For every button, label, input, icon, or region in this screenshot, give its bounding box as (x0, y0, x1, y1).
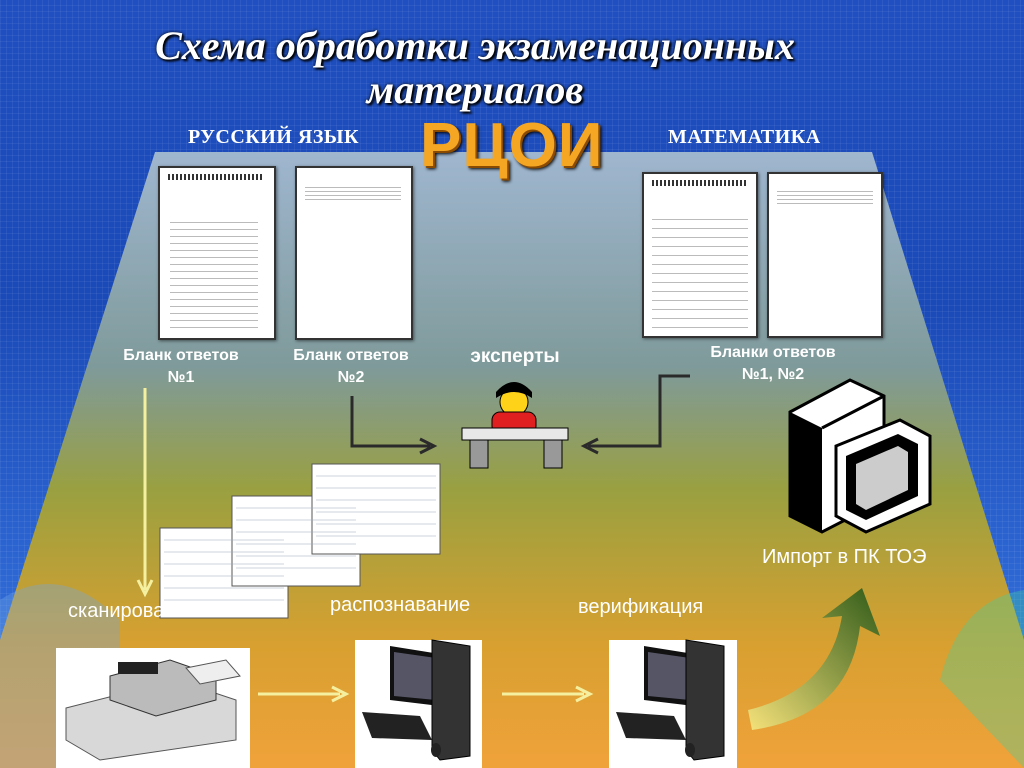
right-subject: МАТЕМАТИКА (668, 126, 821, 148)
arrow-import (748, 588, 880, 730)
form2-label-line2: №2 (337, 369, 365, 386)
desktop-computer-icon (609, 639, 737, 768)
step-recognize-label: распознавание (330, 594, 471, 616)
math-forms-label: Бланки ответов №1, №2 (690, 342, 856, 386)
import-label: Импорт в ПК ТОЭ (762, 546, 927, 568)
experts-label: эксперты (470, 346, 560, 367)
scanner-icon (56, 648, 250, 768)
form2-label-line1: Бланк ответов (293, 347, 409, 364)
server-computer-icon (788, 378, 932, 534)
math-label-line2: №1, №2 (741, 366, 805, 383)
title-line-1: Схема обработки экзаменационных (155, 23, 795, 68)
title-line-2: материалов (366, 67, 584, 112)
expert-desk-icon (461, 382, 569, 469)
scanned-forms-stack (159, 463, 441, 619)
answer-sheet-math-2 (767, 172, 883, 338)
answer-sheet-math-1 (642, 172, 758, 338)
step-scan-label: сканирование (68, 600, 198, 622)
form1-label-line2: №1 (167, 369, 195, 386)
arrow-to-experts-right (588, 374, 690, 448)
form1-label-line1: Бланк ответов (123, 347, 239, 364)
desktop-computer-icon (355, 639, 482, 768)
step-verify-label: верификация (578, 596, 704, 618)
answer-sheet-2 (295, 166, 413, 340)
page-title: Схема обработки экзаменационных материал… (40, 24, 910, 112)
math-label-line1: Бланки ответов (710, 344, 836, 361)
form2-label: Бланк ответов №2 (276, 345, 426, 389)
arrow-to-experts-left (350, 396, 430, 448)
answer-sheet-1 (158, 166, 276, 340)
center-logo: РЦОИ (420, 111, 604, 180)
left-subject: РУССКИЙ ЯЗЫК (188, 126, 360, 148)
form1-label: Бланк ответов №1 (106, 345, 256, 389)
